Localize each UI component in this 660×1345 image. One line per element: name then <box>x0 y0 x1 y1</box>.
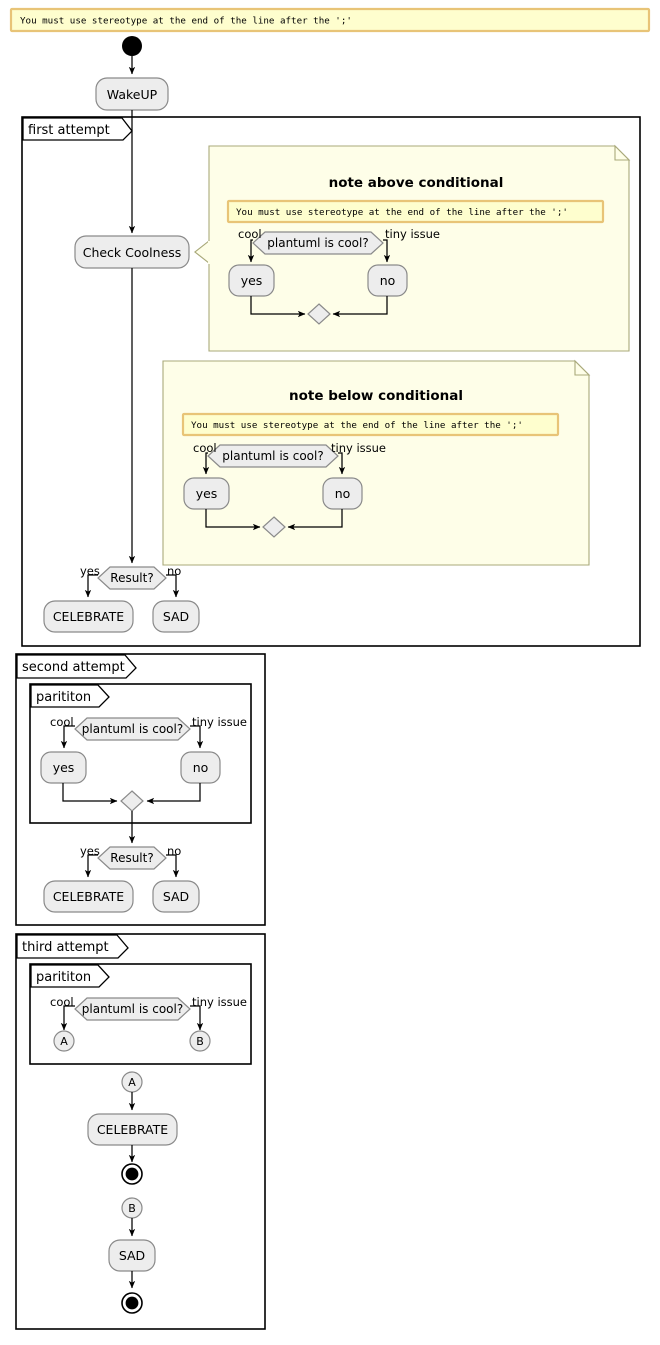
note-above-branch-right-label: tiny issue <box>385 227 440 241</box>
first-attempt-sad-label: SAD <box>163 609 189 624</box>
edge-second-no-to-merge <box>146 783 201 805</box>
edge-note-above-no-to-merge <box>332 296 388 318</box>
top-note-text: You must use stereotype at the end of th… <box>20 16 352 27</box>
note-below-branch-right-label: tiny issue <box>331 441 386 455</box>
start-node <box>122 36 142 56</box>
edge-second-result-no <box>166 854 180 878</box>
third-attempt-connector-b-in[interactable]: B <box>121 1197 143 1219</box>
third-attempt-end-node-a <box>121 1163 143 1185</box>
third-attempt-connector-b-out-label: B <box>196 1035 204 1048</box>
edge-note-below-yes-to-merge <box>205 509 261 531</box>
second-attempt-action-yes[interactable]: yes <box>40 751 87 784</box>
note-below-action-no-label: no <box>335 486 351 501</box>
third-attempt-action-sad[interactable]: SAD <box>108 1239 156 1272</box>
third-attempt-connector-a-out-label: A <box>60 1035 68 1048</box>
first-attempt-result-label: Result? <box>110 571 153 585</box>
note-above-action-no[interactable]: no <box>367 264 408 297</box>
activity-wakeup-label: WakeUP <box>107 87 158 102</box>
note-below-action-yes-label: yes <box>196 486 218 501</box>
note-above-merge-diamond <box>307 303 331 325</box>
note-below-stereotype-text: You must use stereotype at the end of th… <box>191 420 523 431</box>
second-attempt-condition-label: plantuml is cool? <box>82 722 183 736</box>
first-attempt-action-sad[interactable]: SAD <box>152 600 200 633</box>
note-above-conditional: note above conditional You must use ster… <box>194 144 631 352</box>
note-below-title: note below conditional <box>289 388 463 404</box>
first-attempt-celebrate-label: CELEBRATE <box>53 609 124 624</box>
edge-first-result-yes <box>84 574 98 598</box>
edge-note-below-right <box>338 452 346 475</box>
third-attempt-end-node-b <box>121 1292 143 1314</box>
second-attempt-sad-label: SAD <box>163 889 189 904</box>
first-attempt-result-branch-right: no <box>167 564 181 578</box>
second-attempt-celebrate-label: CELEBRATE <box>53 889 124 904</box>
second-attempt-action-no[interactable]: no <box>180 751 221 784</box>
note-below-action-no[interactable]: no <box>322 477 363 510</box>
third-attempt-connector-b-out[interactable]: B <box>189 1030 211 1052</box>
note-below-merge-diamond <box>262 516 286 538</box>
third-attempt-action-celebrate[interactable]: CELEBRATE <box>87 1113 178 1146</box>
partition-third-inner-label: parititon <box>36 970 91 985</box>
partition-first-attempt-label: first attempt <box>28 123 110 138</box>
edge-second-yes-to-merge <box>62 783 118 805</box>
note-above-stereotype-text: You must use stereotype at the end of th… <box>236 207 568 218</box>
second-attempt-action-no-label: no <box>193 760 209 775</box>
edge-third-left <box>60 1005 75 1031</box>
third-attempt-branch-left: cool <box>50 995 74 1009</box>
third-attempt-connector-a-out[interactable]: A <box>53 1030 75 1052</box>
edge-note-above-right <box>383 239 391 263</box>
second-attempt-result-branch-right: no <box>167 844 181 858</box>
activity-check-coolness-label: Check Coolness <box>83 245 182 260</box>
second-attempt-result-label: Result? <box>110 851 153 865</box>
edge-note-above-yes-to-merge <box>250 296 306 318</box>
first-attempt-result-condition[interactable]: Result? <box>97 566 167 590</box>
note-above-action-no-label: no <box>380 273 396 288</box>
second-attempt-result-branch-left: yes <box>80 844 100 858</box>
partition-second-inner-label: parititon <box>36 690 91 705</box>
note-below-conditional: note below conditional You must use ster… <box>162 359 591 566</box>
third-attempt-sad-label: SAD <box>119 1248 145 1263</box>
second-attempt-action-celebrate[interactable]: CELEBRATE <box>43 880 134 913</box>
note-above-condition[interactable]: plantuml is cool? <box>252 231 384 255</box>
partition-second-attempt-label: second attempt <box>22 660 125 675</box>
second-attempt-action-yes-label: yes <box>53 760 75 775</box>
note-below-condition-label: plantuml is cool? <box>222 449 323 463</box>
edge-second-left <box>60 725 75 749</box>
third-attempt-connector-b-in-label: B <box>128 1202 136 1215</box>
first-attempt-result-branch-left: yes <box>80 564 100 578</box>
note-above-branch-left-label: cool <box>238 227 262 241</box>
edge-first-result-no <box>166 574 180 598</box>
edge-note-below-no-to-merge <box>287 509 343 531</box>
third-attempt-branch-right: tiny issue <box>192 995 247 1009</box>
top-stereotype-note: You must use stereotype at the end of th… <box>9 7 651 33</box>
partition-third-attempt-label: third attempt <box>22 940 109 955</box>
note-below-action-yes[interactable]: yes <box>183 477 230 510</box>
note-above-condition-label: plantuml is cool? <box>267 236 368 250</box>
second-attempt-condition[interactable]: plantuml is cool? <box>74 717 191 741</box>
note-above-action-yes-label: yes <box>241 273 263 288</box>
third-attempt-connector-a-in-label: A <box>128 1076 136 1089</box>
note-above-title: note above conditional <box>329 175 504 191</box>
third-attempt-connector-a-in[interactable]: A <box>121 1071 143 1093</box>
activity-wakeup[interactable]: WakeUP <box>95 77 169 111</box>
first-attempt-action-celebrate[interactable]: CELEBRATE <box>43 600 134 633</box>
second-attempt-action-sad[interactable]: SAD <box>152 880 200 913</box>
third-attempt-condition[interactable]: plantuml is cool? <box>74 997 191 1021</box>
second-attempt-result-condition[interactable]: Result? <box>97 846 167 870</box>
activity-check-coolness[interactable]: Check Coolness <box>74 235 190 269</box>
third-attempt-celebrate-label: CELEBRATE <box>97 1122 168 1137</box>
edge-note-above-left <box>247 239 255 263</box>
edge-note-below-left <box>202 452 210 475</box>
note-below-branch-left-label: cool <box>193 441 217 455</box>
edge-second-result-yes <box>84 854 98 878</box>
note-below-condition[interactable]: plantuml is cool? <box>207 444 339 468</box>
edge-third-right <box>190 1005 204 1031</box>
third-attempt-condition-label: plantuml is cool? <box>82 1002 183 1016</box>
second-attempt-branch-left: cool <box>50 715 74 729</box>
second-attempt-branch-right: tiny issue <box>192 715 247 729</box>
edge-second-right <box>190 725 204 749</box>
note-above-action-yes[interactable]: yes <box>228 264 275 297</box>
